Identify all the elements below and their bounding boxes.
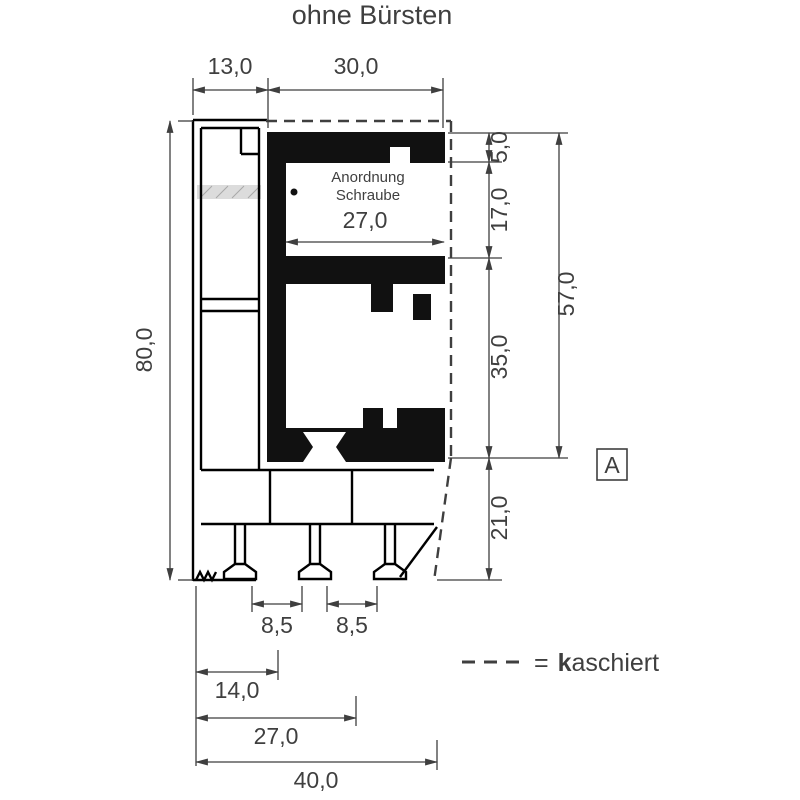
insert-middle-bar bbox=[286, 256, 445, 312]
insert-profile bbox=[267, 132, 445, 462]
screw-zone-hatch-band bbox=[197, 185, 261, 199]
dim-85-right-label: 8,5 bbox=[336, 612, 368, 638]
section-marker-box bbox=[596, 448, 628, 481]
bottom-right-diagonal-wall bbox=[399, 526, 438, 578]
top-dimensions: 13,0 30,0 bbox=[191, 53, 445, 128]
foot-right bbox=[372, 562, 408, 581]
dim-57-label: 57,0 bbox=[553, 272, 579, 317]
screw-position-dot bbox=[290, 188, 298, 196]
drawing-title: ohne Bürsten bbox=[292, 0, 453, 30]
hatch-stroke bbox=[231, 185, 245, 199]
legend-equals: = bbox=[534, 649, 549, 677]
serration-zigzag bbox=[194, 569, 218, 583]
left-dimension: 80,0 bbox=[131, 119, 193, 582]
section-marker: A bbox=[596, 448, 628, 481]
dim-80-label: 80,0 bbox=[131, 328, 157, 373]
dim-35-label: 35,0 bbox=[486, 335, 512, 380]
insert-bottom-chevron-cutout bbox=[303, 432, 346, 462]
right-dimensions: 5,0 17,0 35,0 21,0 57,0 bbox=[437, 131, 579, 582]
annotation-line2: Schraube bbox=[336, 187, 400, 204]
foot-left bbox=[222, 562, 258, 581]
dim-21-label: 21,0 bbox=[486, 496, 512, 541]
bottom-dimensions: 8,5 8,5 14,0 27,0 40,0 bbox=[194, 586, 439, 793]
legend-rest: aschiert bbox=[572, 649, 660, 677]
kaschiert-right-slant-edge bbox=[432, 457, 453, 582]
foot-middle bbox=[297, 562, 333, 581]
insert-top-bar-and-left-wall bbox=[267, 132, 445, 462]
section-marker-label: A bbox=[604, 452, 620, 478]
legend-text: = kaschiert bbox=[534, 649, 659, 677]
dim-14-label: 14,0 bbox=[215, 677, 260, 703]
dim-27-bottom-label: 27,0 bbox=[254, 723, 299, 749]
dim-27-inner-label: 27,0 bbox=[343, 207, 388, 233]
dim-30-label: 30,0 bbox=[334, 53, 379, 79]
dim-13-label: 13,0 bbox=[208, 53, 253, 79]
insert-right-block bbox=[413, 294, 431, 320]
outer-profile bbox=[191, 118, 438, 583]
hatch-stroke bbox=[215, 185, 229, 199]
inner-dimension: Anordnung Schraube 27,0 bbox=[284, 169, 446, 246]
kaschiert-edges bbox=[266, 119, 453, 582]
dim-85-left-label: 8,5 bbox=[261, 612, 293, 638]
annotation-line1: Anordnung bbox=[331, 169, 404, 186]
legend-bold-k: k bbox=[558, 649, 572, 677]
dim-5-label: 5,0 bbox=[486, 131, 512, 163]
kaschiert-legend: = kaschiert bbox=[462, 649, 659, 677]
dim-40-label: 40,0 bbox=[294, 767, 339, 793]
dim-17-label: 17,0 bbox=[486, 188, 512, 233]
